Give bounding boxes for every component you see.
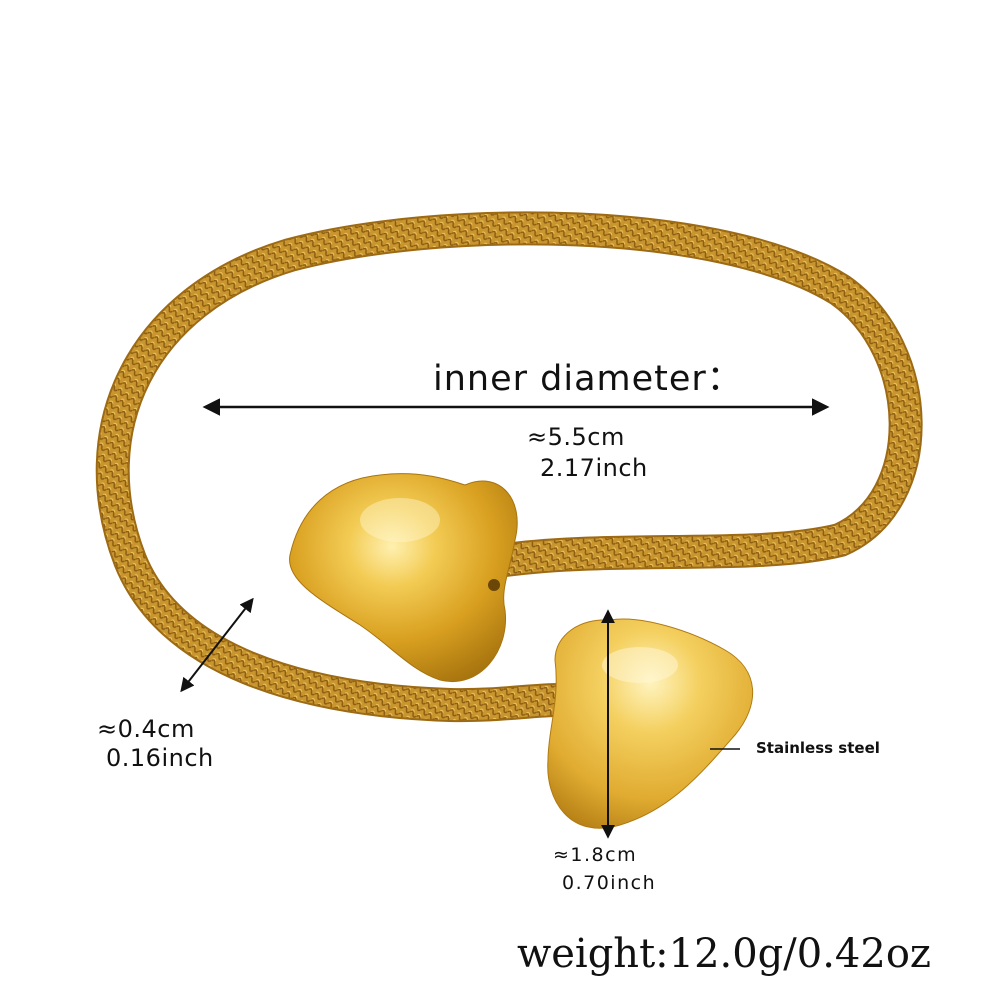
inner-diameter-inch: 2.17inch: [540, 454, 648, 482]
band-width-inch: 0.16inch: [106, 744, 214, 772]
heart-charm-left: [289, 473, 518, 682]
heart-height-inch: 0.70inch: [562, 872, 657, 894]
heart-height-cm: ≈1.8cm: [553, 844, 638, 866]
mesh-band: [95, 211, 923, 723]
weight-label: weight:12.0g/0.42oz: [517, 931, 931, 977]
inner-diameter-title: inner diameter：: [433, 359, 743, 399]
heart-charm-right: [547, 618, 754, 829]
band-width-cm: ≈0.4cm: [97, 715, 195, 743]
material-label: Stainless steel: [756, 739, 880, 757]
band-width-arrow: [180, 597, 254, 693]
inner-diameter-cm: ≈5.5cm: [527, 423, 625, 451]
